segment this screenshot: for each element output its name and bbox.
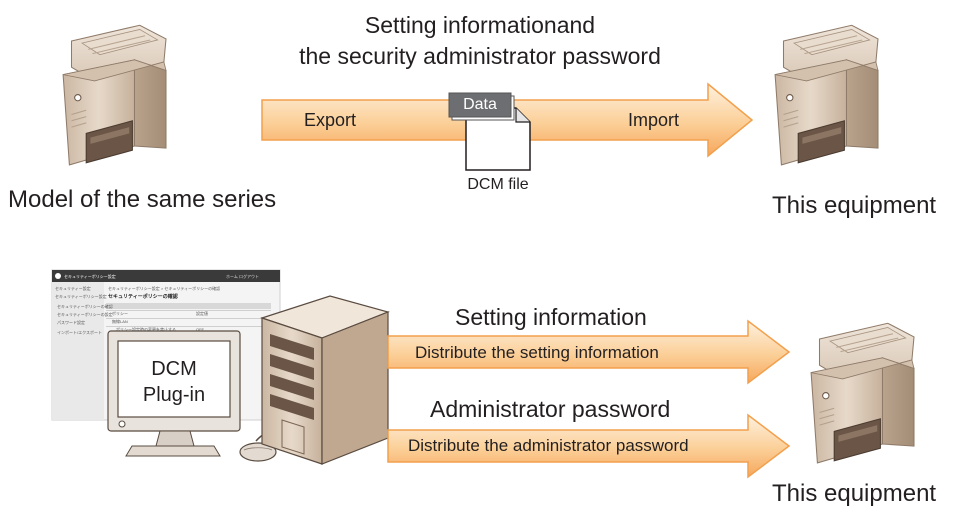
export-label: Export (304, 110, 357, 130)
monitor-icon (107, 330, 241, 457)
file-tag: Data (463, 96, 497, 113)
arrow1-heading: Setting information (455, 304, 647, 330)
screen-table-cell: ポリシー設定時の変更を禁止する (116, 327, 176, 332)
arrow1-label: Distribute the setting information (415, 343, 659, 362)
screen-table-cell: ポリシー (112, 311, 128, 316)
screen-table-cell: 無線LAN (112, 319, 128, 324)
source-caption: Model of the same series (8, 186, 277, 213)
target-printer-icon (774, 24, 879, 166)
screen-breadcrumb: セキュリティーポリシー設定 > セキュリティーポリシーの確認 (108, 286, 221, 291)
screen-sidebar-item: セキュリティーポリシーの確認 (57, 304, 113, 309)
bottom-target-caption: This equipment (772, 480, 937, 507)
screen-table-cell: OFF (196, 327, 204, 332)
arrow2-label: Distribute the administrator password (408, 436, 689, 455)
distribute-settings-arrow (387, 319, 791, 385)
file-label: DCM file (467, 176, 529, 193)
top-heading-line2: the security administrator password (299, 43, 661, 69)
screen-page-title: セキュリティーポリシーの確認 (108, 294, 178, 300)
source-printer-icon (62, 24, 167, 166)
import-label: Import (628, 110, 680, 130)
monitor-label-line2: Plug-in (142, 384, 206, 406)
top-heading-line1: Setting informationand (364, 12, 596, 38)
screen-sidebar-item: セキュリティーポリシーの設定 (57, 312, 113, 317)
top-target-caption: This equipment (772, 192, 937, 219)
distribute-password-arrow (387, 413, 791, 479)
screen-app-title: セキュリティーポリシー設定 (64, 274, 116, 279)
arrow2-heading: Administrator password (430, 396, 671, 422)
screen-header-right: ホーム ログアウト (226, 274, 259, 279)
screen-sidebar-item: セキュリティーポリシー設定 (55, 294, 107, 299)
screen-table-cell: 設定値 (196, 311, 208, 316)
screen-sidebar-item: セキュリティー設定 (55, 286, 91, 291)
server-icon (260, 295, 390, 465)
screen-sidebar-item: インポート/エクスポート (57, 330, 102, 335)
bottom-target-printer-icon (810, 322, 915, 464)
dcm-file-icon (448, 92, 531, 171)
screen-sidebar-item: パスワード設定 (57, 320, 85, 325)
monitor-label-line1: DCM (151, 358, 197, 380)
